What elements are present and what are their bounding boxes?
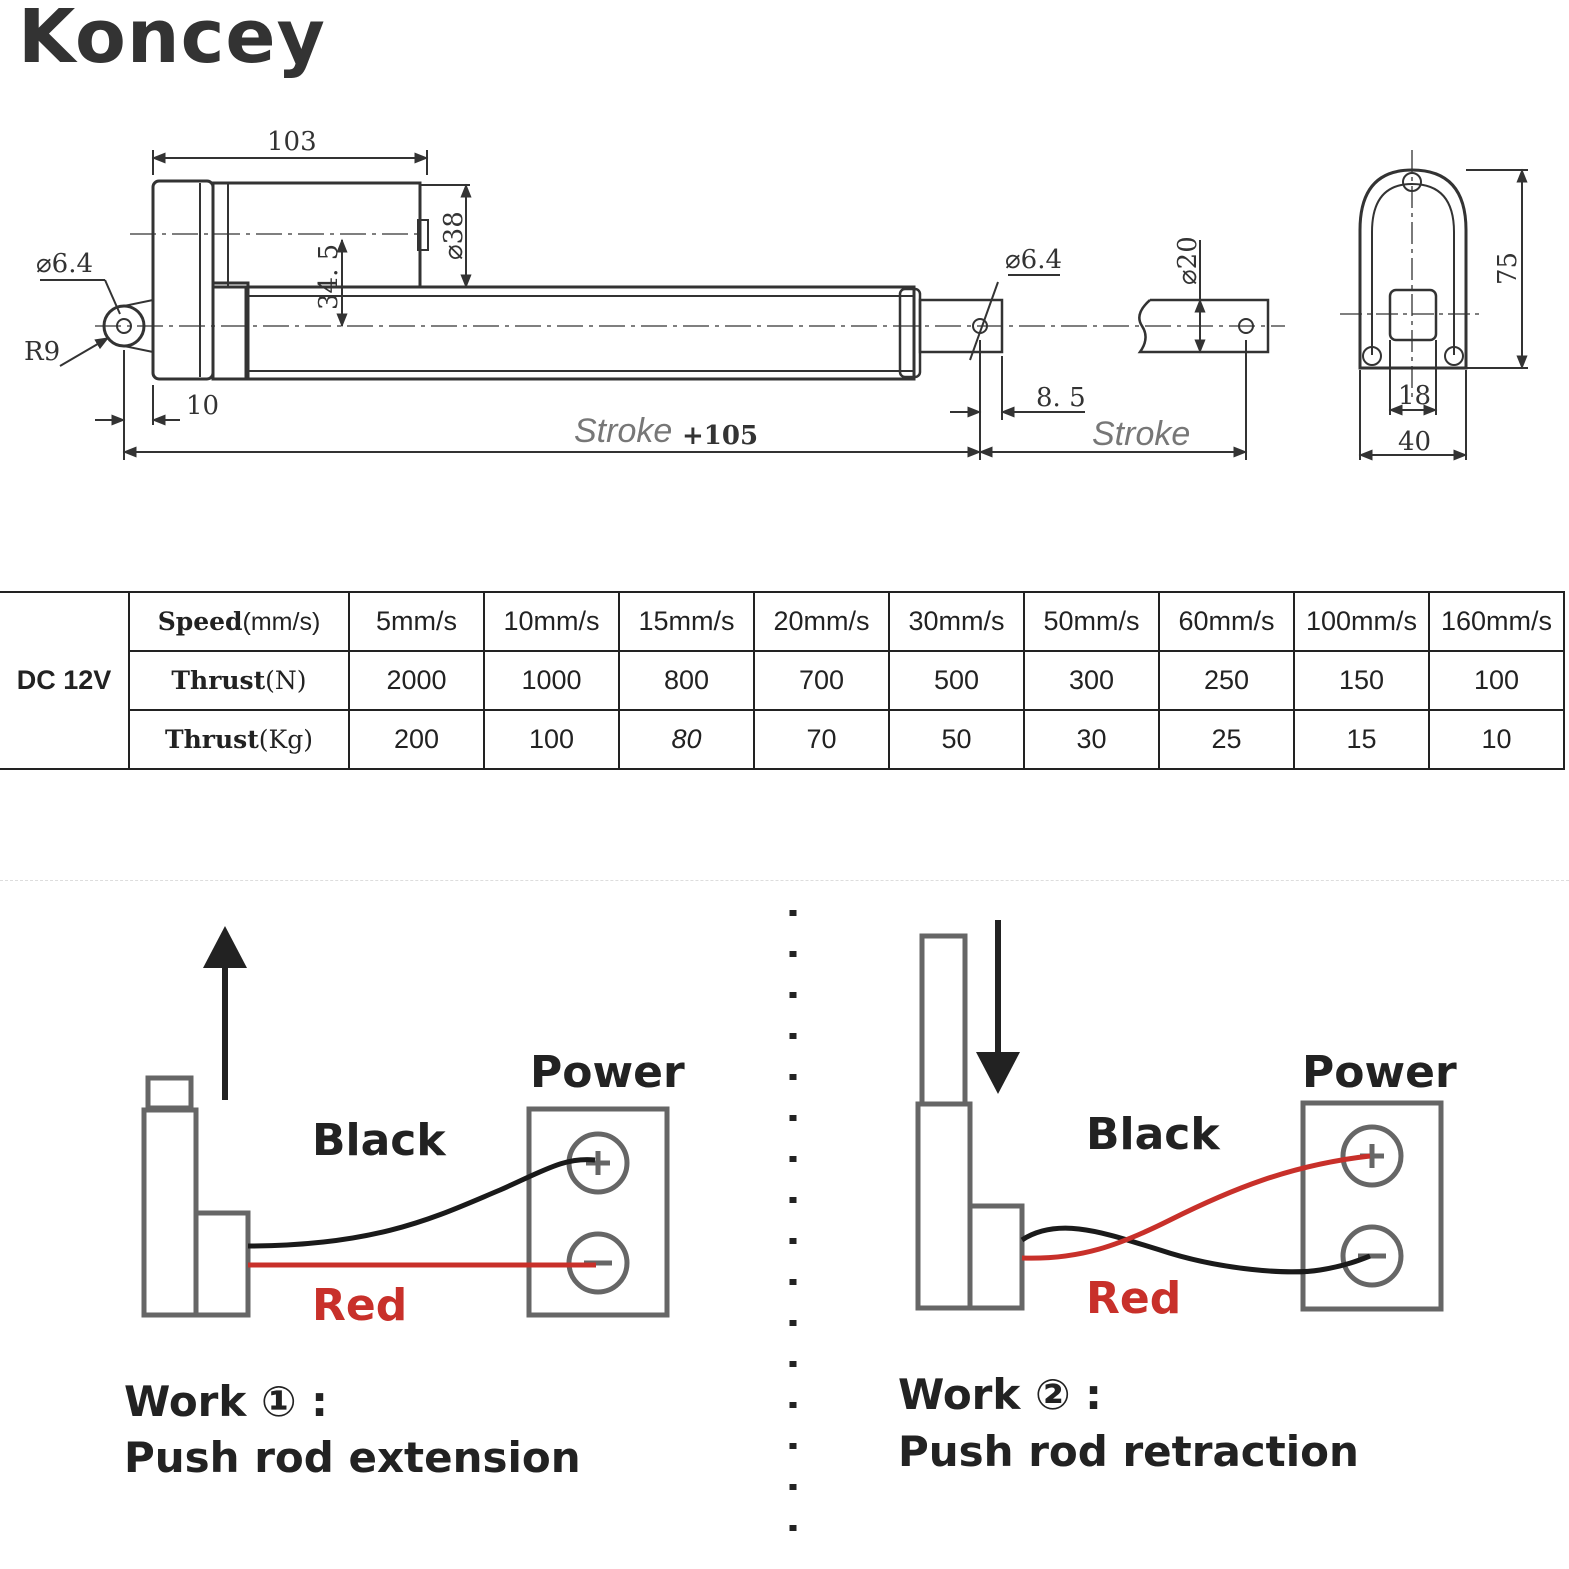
black-label: Black xyxy=(1086,1109,1221,1160)
actuator-motor xyxy=(193,1210,251,1318)
work1-title: Work ① : xyxy=(124,1377,328,1426)
thrust-kg-cell: 80 xyxy=(618,709,755,770)
actuator-rod-short xyxy=(145,1075,194,1111)
thrust-kg-cell: 70 xyxy=(753,709,890,770)
thrust-n-cell: 100 xyxy=(1428,650,1565,711)
dim-offset-34-5: 34. 5 xyxy=(314,244,344,310)
thrust-n-cell: 150 xyxy=(1293,650,1430,711)
table-row-thrust-n: Thrust(N) 2000 1000 800 700 500 300 250 … xyxy=(0,650,1565,711)
dim-gap-10: 10 xyxy=(186,391,219,421)
red-label: Red xyxy=(312,1280,407,1331)
thrust-n-cell: 800 xyxy=(618,650,755,711)
dim-width-18: 18 xyxy=(1398,381,1431,411)
work2-title: Work ② : xyxy=(898,1370,1102,1419)
thrust-n-cell: 300 xyxy=(1023,650,1160,711)
dim-diameter-38: ⌀38 xyxy=(439,211,469,260)
up-arrow-head xyxy=(203,926,247,968)
dim-radius-r9: R9 xyxy=(24,337,60,367)
speed-cell: 5mm/s xyxy=(348,591,485,652)
thrust-n-cell: 250 xyxy=(1158,650,1295,711)
thrust-kg-cell: 10 xyxy=(1428,709,1565,770)
thrust-kg-cell: 200 xyxy=(348,709,485,770)
thrust-n-cell: 700 xyxy=(753,650,890,711)
minus-terminal xyxy=(1340,1224,1404,1288)
dim-width-40: 40 xyxy=(1398,427,1431,457)
dim-stroke-plus-label: Stroke xyxy=(574,412,672,450)
dim-height-75: 75 xyxy=(1493,252,1523,285)
thrust-kg-cell: 30 xyxy=(1023,709,1160,770)
red-wire xyxy=(1021,1153,1371,1261)
thrust-kg-cell: 100 xyxy=(483,709,620,770)
power-box xyxy=(526,1106,670,1318)
black-wire xyxy=(247,1157,596,1249)
brand-logo: Koncey xyxy=(18,0,326,80)
diagram-retraction: Power Black Red xyxy=(915,920,1457,1324)
speed-cell: 30mm/s xyxy=(888,591,1025,652)
black-label: Black xyxy=(312,1115,447,1166)
work2-description: Push rod retraction xyxy=(898,1427,1359,1476)
plus-terminal xyxy=(1340,1124,1404,1188)
speed-cell: 15mm/s xyxy=(618,591,755,652)
extended-rod xyxy=(1137,298,1270,354)
black-wire xyxy=(1020,1225,1371,1275)
outer-tube xyxy=(244,285,916,381)
speed-cell: 160mm/s xyxy=(1428,591,1565,652)
dim-hole-left: ⌀6.4 xyxy=(36,249,93,279)
dim-length-103: 103 xyxy=(267,127,317,157)
inner-rod xyxy=(918,298,1004,354)
speed-cell: 20mm/s xyxy=(753,591,890,652)
speed-cell: 100mm/s xyxy=(1293,591,1430,652)
speed-cell: 60mm/s xyxy=(1158,591,1295,652)
actuator-motor xyxy=(967,1203,1025,1311)
power-label: Power xyxy=(1302,1047,1457,1098)
thrust-n-cell: 500 xyxy=(888,650,1025,711)
spec-table: DC 12V Speed(mm/s) 5mm/s 10mm/s 15mm/s 2… xyxy=(0,591,1565,770)
row-header-thrust-n: Thrust(N) xyxy=(128,650,350,711)
table-row-thrust-kg: Thrust(Kg) 200 100 80 70 50 30 25 15 10 xyxy=(0,709,1565,770)
thrust-n-cell: 2000 xyxy=(348,650,485,711)
power-label: Power xyxy=(530,1047,685,1098)
actuator-rod-long xyxy=(919,933,968,1107)
dim-hole-right: ⌀6.4 xyxy=(1005,245,1062,275)
diagram-extension: Power Black Red xyxy=(141,926,685,1331)
thrust-kg-cell: 15 xyxy=(1293,709,1430,770)
dim-gap-8-5: 8. 5 xyxy=(1036,383,1086,413)
row-header-thrust-kg: Thrust(Kg) xyxy=(128,709,350,770)
section-divider xyxy=(0,880,1569,881)
power-box xyxy=(1300,1100,1444,1312)
actuator-tube xyxy=(915,1101,973,1311)
dim-stroke-label: Stroke xyxy=(1092,415,1190,453)
thrust-kg-cell: 25 xyxy=(1158,709,1295,770)
dim-stroke-plus-value: +105 xyxy=(682,421,758,451)
red-label: Red xyxy=(1086,1273,1181,1324)
voltage-cell: DC 12V xyxy=(0,591,130,770)
thrust-kg-cell: 50 xyxy=(888,709,1025,770)
technical-drawing: 103 ⌀38 34. 5 ⌀6.4 R9 10 ⌀6.4 ⌀20 8. 5 S… xyxy=(24,127,1528,461)
down-arrow-head xyxy=(976,1052,1020,1094)
table-row-speed: DC 12V Speed(mm/s) 5mm/s 10mm/s 15mm/s 2… xyxy=(0,591,1565,770)
row-header-speed: Speed(mm/s) xyxy=(128,591,350,652)
thrust-n-cell: 1000 xyxy=(483,650,620,711)
actuator-tube xyxy=(141,1107,199,1318)
work1-description: Push rod extension xyxy=(124,1433,581,1482)
dim-rod-diameter-20: ⌀20 xyxy=(1173,236,1203,285)
speed-cell: 10mm/s xyxy=(483,591,620,652)
speed-cell: 50mm/s xyxy=(1023,591,1160,652)
